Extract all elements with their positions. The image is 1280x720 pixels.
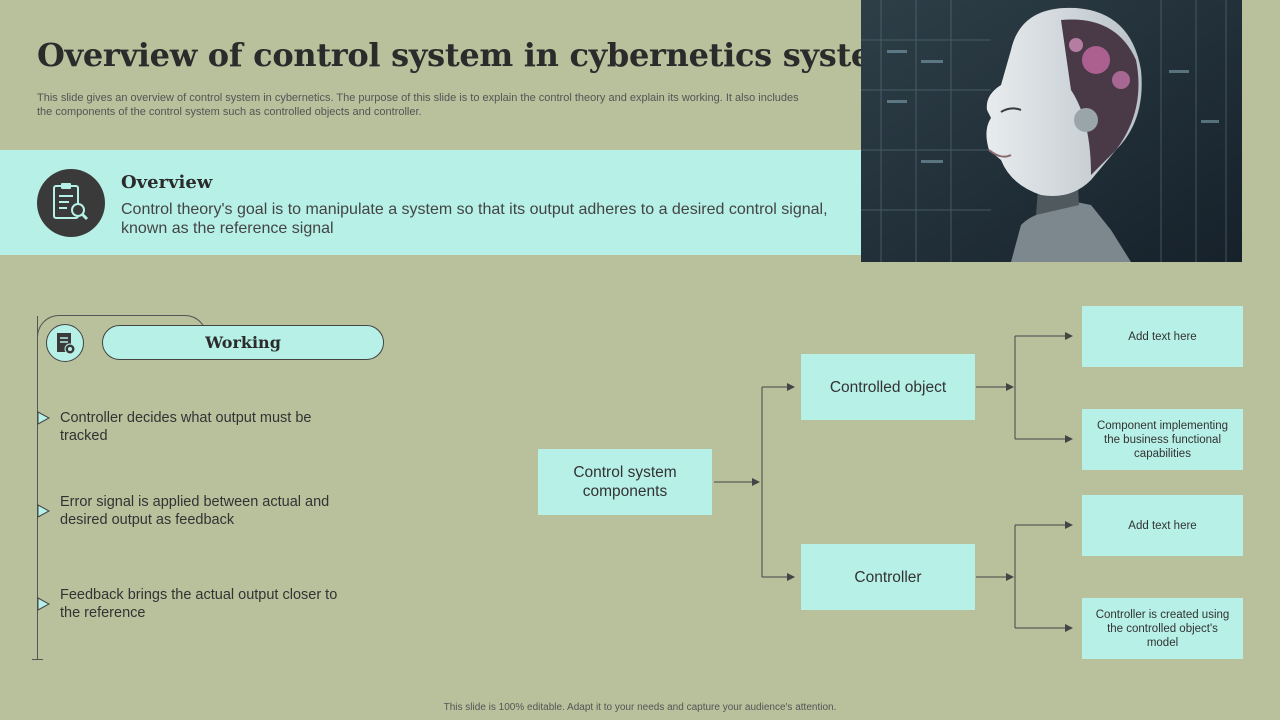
node-controlled-object-detail-1: Add text here bbox=[1082, 306, 1243, 367]
footer-note: This slide is 100% editable. Adapt it to… bbox=[0, 702, 1280, 713]
node-controlled-object: Controlled object bbox=[801, 354, 975, 420]
node-controller: Controller bbox=[801, 544, 975, 610]
node-controller-detail-1: Add text here bbox=[1082, 495, 1243, 556]
node-controller-detail-2: Controller is created using the controll… bbox=[1082, 598, 1243, 659]
node-control-system-components: Control system components bbox=[538, 449, 712, 515]
node-controlled-object-detail-2: Component implementing the business func… bbox=[1082, 409, 1243, 470]
